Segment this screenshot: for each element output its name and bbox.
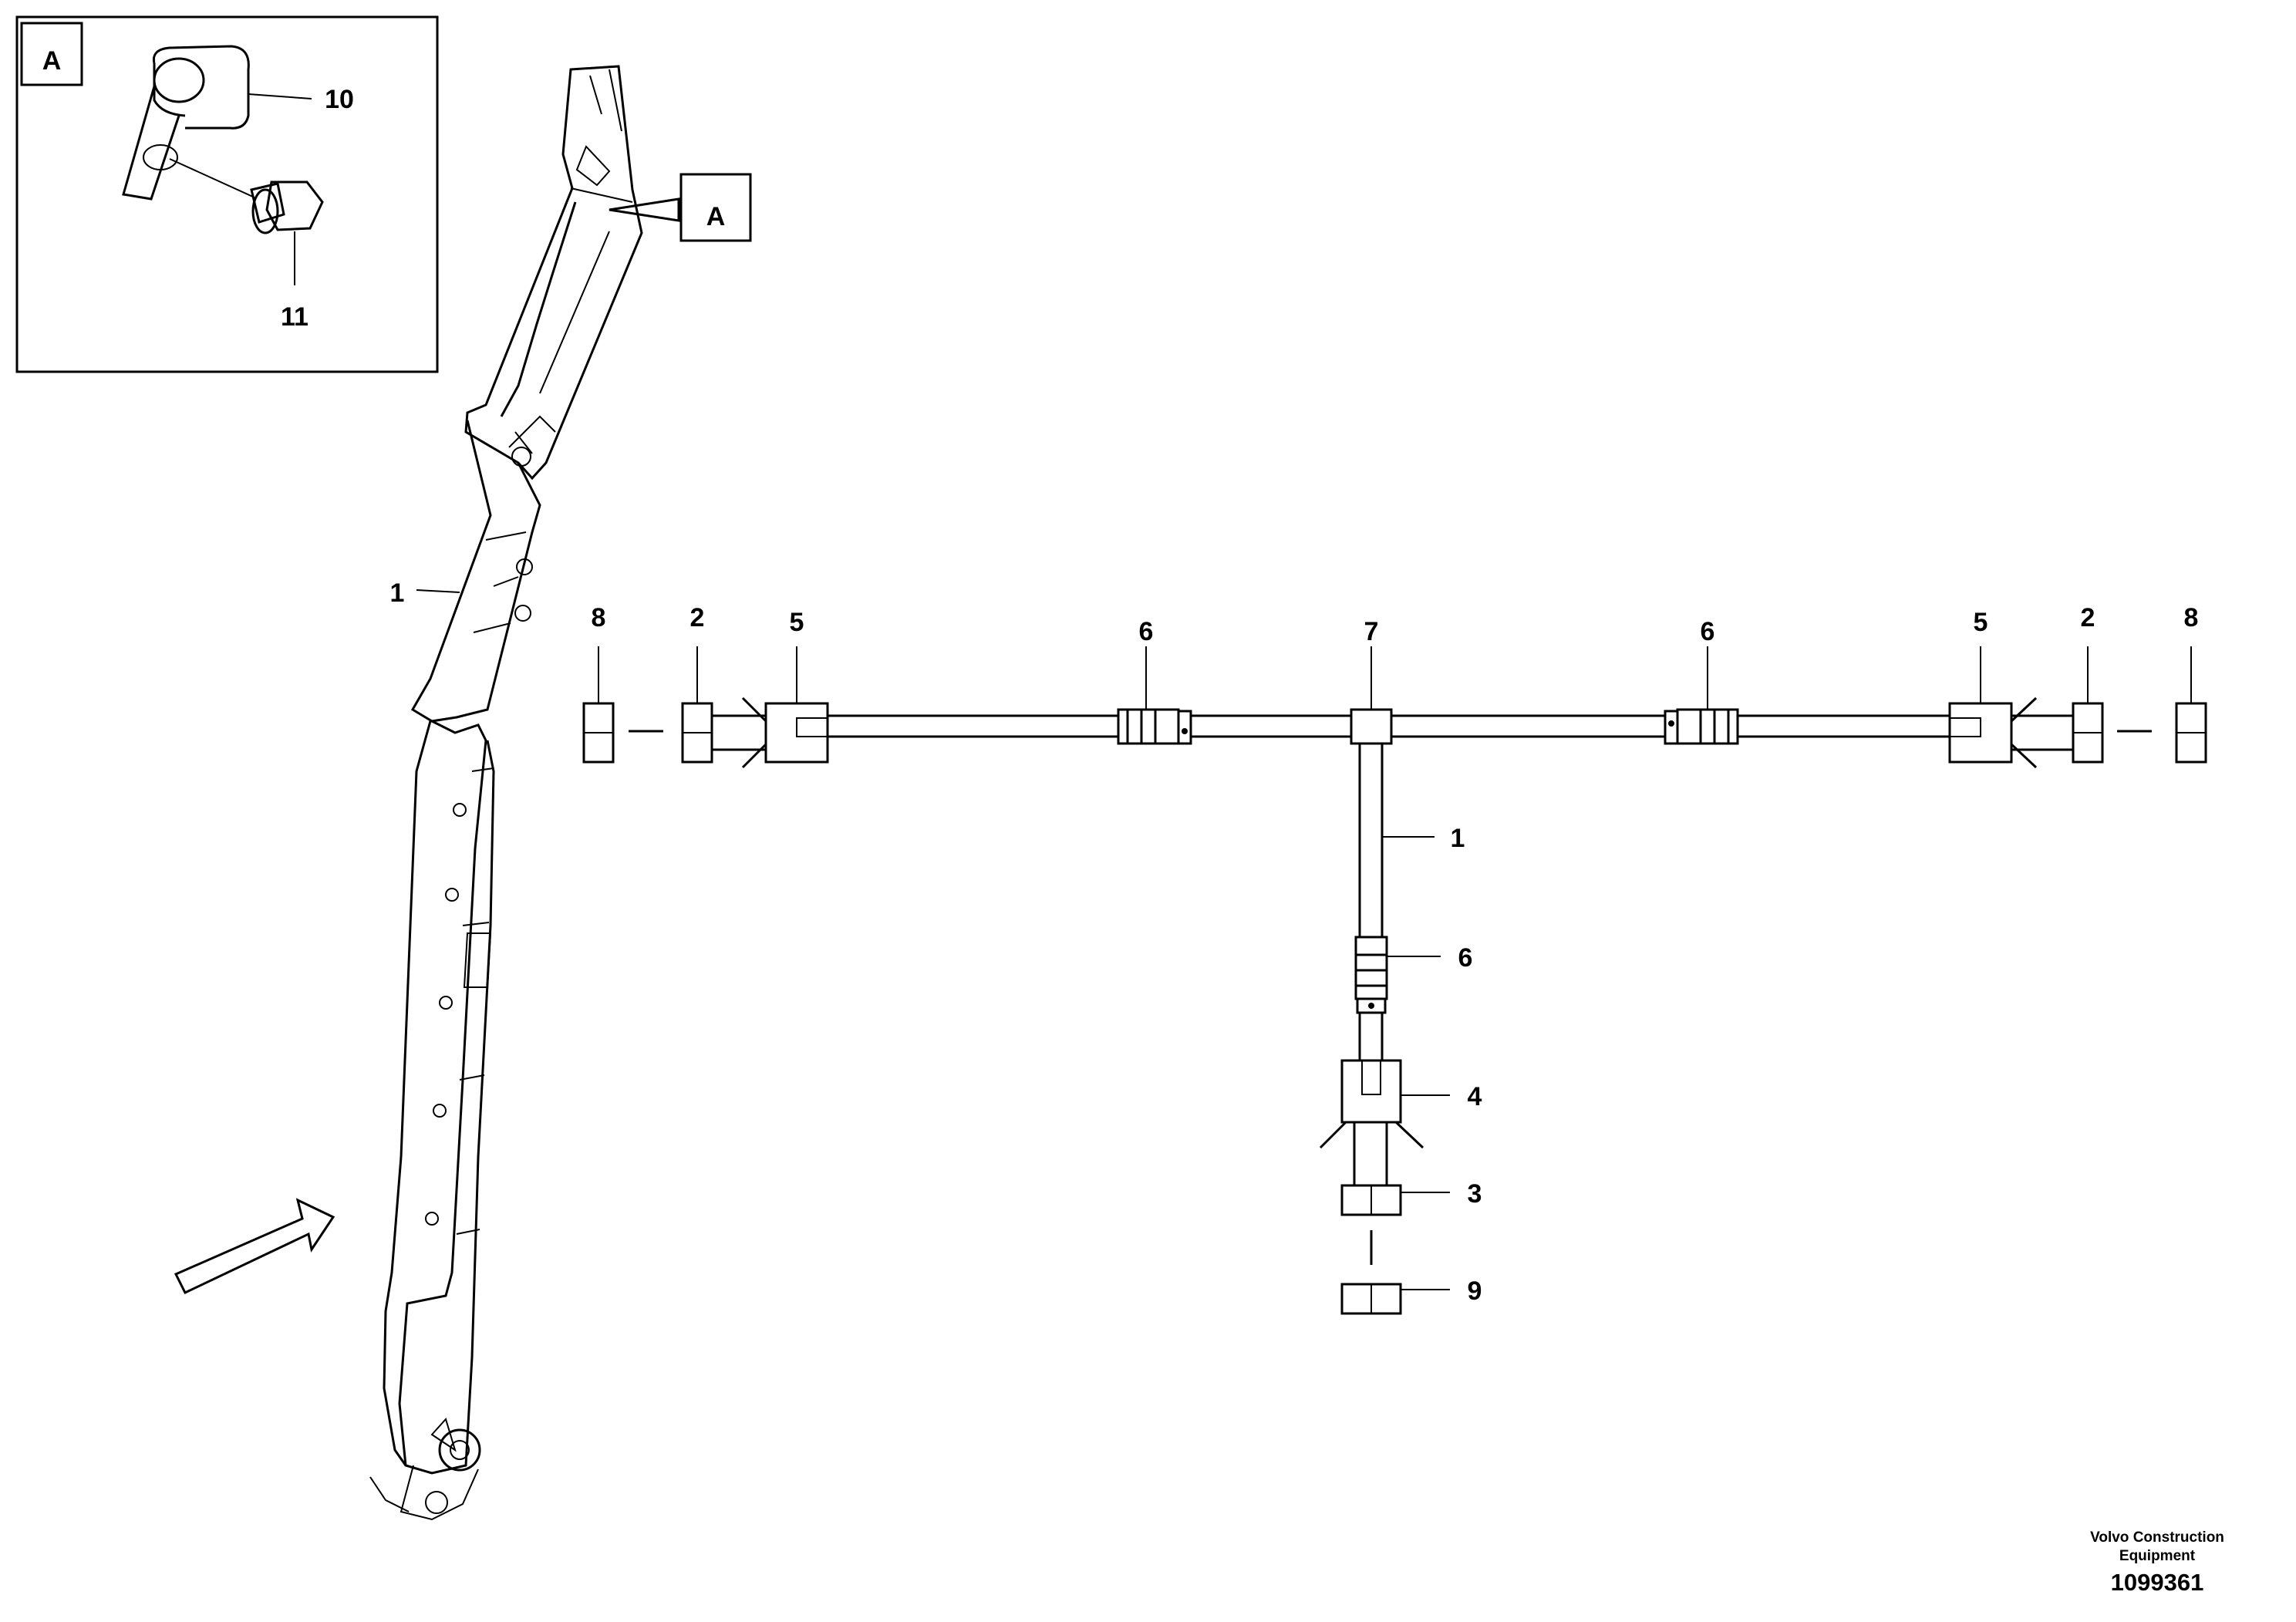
callout-6-left: 6 <box>1139 617 1154 646</box>
vertical-clamp-6 <box>1354 936 1388 1014</box>
callout-8-right: 8 <box>2184 603 2199 632</box>
leader-lines <box>598 646 2192 1290</box>
harness-left <box>582 696 1192 769</box>
callout-1-boom: 1 <box>390 578 405 608</box>
bolt-part <box>169 158 324 234</box>
tee-7 <box>1350 708 1393 745</box>
detail-label: A <box>42 46 62 76</box>
callout-9: 9 <box>1468 1276 1482 1306</box>
detail-view-a: A 10 11 <box>15 15 439 373</box>
callout-8-left: 8 <box>592 603 606 632</box>
view-a-marker: A <box>609 173 752 242</box>
callout-3: 3 <box>1468 1179 1482 1209</box>
callout-6-right: 6 <box>1701 617 1715 646</box>
view-direction-arrow <box>174 1198 335 1294</box>
detail-frame <box>15 15 439 373</box>
left-clamp-6 <box>1117 708 1192 745</box>
callout-2-left: 2 <box>690 603 705 632</box>
callout-6-vertical: 6 <box>1458 943 1473 973</box>
credit-company-line2: Equipment <box>2119 1548 2196 1564</box>
boom-arm-drawing <box>369 65 643 1521</box>
right-clamp-6 <box>1664 708 1739 745</box>
view-a-label: A <box>706 202 726 231</box>
harness-right <box>1664 696 2207 769</box>
callout-11: 11 <box>281 302 308 332</box>
callout-10: 10 <box>325 85 354 114</box>
credit-company-line1: Volvo Construction <box>2090 1529 2224 1546</box>
detail-label-box <box>20 22 83 86</box>
callout-4: 4 <box>1468 1082 1482 1111</box>
junction-4 <box>1340 1059 1402 1124</box>
harness-vertical <box>1319 744 1424 1315</box>
clip-part <box>122 45 250 201</box>
callout-5-right: 5 <box>1974 608 1988 637</box>
drawing-number: 1099361 <box>2110 1569 2204 1596</box>
callout-7: 7 <box>1364 617 1379 646</box>
callout-2-right: 2 <box>2081 603 2095 632</box>
callout-1-hose: 1 <box>1451 824 1465 853</box>
callout-5-left: 5 <box>790 608 804 637</box>
